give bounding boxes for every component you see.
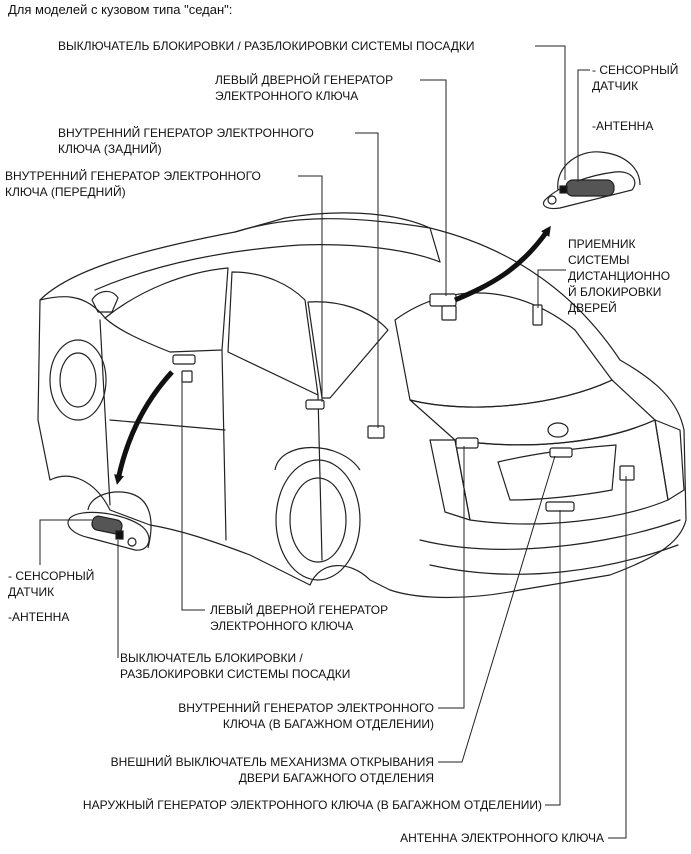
label-touch-sensor-top: - СЕНСОРНЫЙ ДАТЧИК	[592, 63, 679, 93]
label-trunk-opener-switch: ВНЕШНИЙ ВЫКЛЮЧАТЕЛЬ МЕХАНИЗМА ОТКРЫВАНИЯ…	[110, 755, 434, 785]
car-components	[172, 293, 635, 512]
label-inner-generator-front: ВНУТРЕННИЙ ГЕНЕРАТОР ЭЛЕКТРОННОГО КЛЮЧА …	[5, 169, 261, 199]
arrow-to-bottom-handle	[114, 370, 174, 485]
leader-lines	[39, 45, 627, 839]
door-handle-inset-top	[542, 151, 641, 210]
label-left-door-generator-top: ЛЕВЫЙ ДВЕРНОЙ ГЕНЕРАТОР ЭЛЕКТРОННОГО КЛЮ…	[215, 73, 394, 103]
label-antenna-bottom: -АНТЕННА	[8, 610, 70, 624]
label-outer-generator-trunk: НАРУЖНЫЙ ГЕНЕРАТОР ЭЛЕКТРОННОГО КЛЮЧА (В…	[82, 798, 542, 812]
arrow-to-top-handle	[454, 225, 551, 303]
label-door-lock-switch-top: ВЫКЛЮЧАТЕЛЬ БЛОКИРОВКИ / РАЗБЛОКИРОВКИ С…	[58, 39, 475, 53]
label-inner-generator-rear: ВНУТРЕННИЙ ГЕНЕРАТОР ЭЛЕКТРОННОГО КЛЮЧА …	[58, 126, 314, 156]
label-inner-generator-trunk: ВНУТРЕННИЙ ГЕНЕРАТОР ЭЛЕКТРОННОГО КЛЮЧА …	[178, 701, 434, 731]
wheels	[49, 339, 361, 581]
label-antenna-top: -АНТЕННА	[592, 119, 654, 133]
label-remote-receiver: ПРИЕМНИК СИСТЕМЫ ДИСТАНЦИОННО Й БЛОКИРОВ…	[568, 237, 671, 315]
label-door-lock-switch-bottom: ВЫКЛЮЧАТЕЛЬ БЛОКИРОВКИ / РАЗБЛОКИРОВКИ С…	[120, 651, 351, 681]
label-key-antenna: АНТЕННА ЭЛЕКТРОННОГО КЛЮЧА	[400, 831, 604, 845]
label-left-door-generator-bottom: ЛЕВЫЙ ДВЕРНОЙ ГЕНЕРАТОР ЭЛЕКТРОННОГО КЛЮ…	[210, 603, 389, 633]
label-touch-sensor-bottom: - СЕНСОРНЫЙ ДАТЧИК	[8, 569, 95, 599]
diagram-caption: Для моделей с кузовом типа "седан":	[8, 2, 233, 17]
door-handle-inset-bottom	[67, 491, 152, 551]
